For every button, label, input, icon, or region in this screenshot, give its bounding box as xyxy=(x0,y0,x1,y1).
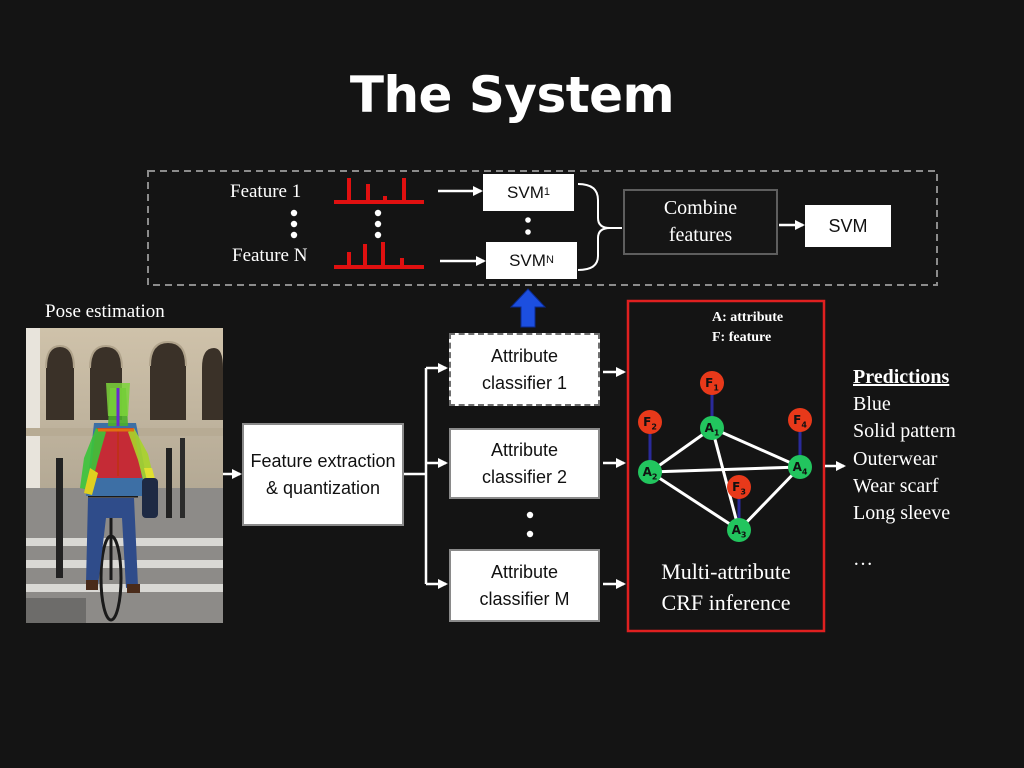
pose-estimation-label: Pose estimation xyxy=(45,301,165,322)
crf-node-f4 xyxy=(788,408,812,432)
svm-brace xyxy=(577,183,611,271)
crf-label-f2: F2 xyxy=(643,415,657,432)
fan-out-connector xyxy=(404,368,428,584)
crf-label-f4: F4 xyxy=(793,413,807,430)
crf-node-f1 xyxy=(700,371,724,395)
svm-n-subscript: N xyxy=(545,254,554,266)
feature-n-histogram xyxy=(334,242,424,269)
crf-legend-feature: F: feature xyxy=(712,330,772,345)
prediction-item: Blue xyxy=(853,393,891,415)
feature-1-histogram xyxy=(334,178,424,204)
crf-label-a4: A4 xyxy=(792,460,808,477)
prediction-item-ellipsis: … xyxy=(853,548,873,570)
feature-ellipsis-dots xyxy=(290,209,534,538)
predictions-heading: Predictions xyxy=(853,366,950,388)
svm-1-label: SVM xyxy=(507,183,544,202)
up-arrow-icon xyxy=(509,288,547,328)
crf-label-a2: A2 xyxy=(642,465,658,482)
svm-final-box: SVM xyxy=(805,205,891,247)
svm-n-label: SVM xyxy=(509,251,546,270)
prediction-item: Solid pattern xyxy=(853,420,956,442)
feature-n-label: Feature N xyxy=(232,245,308,266)
svm-1-subscript: 1 xyxy=(543,186,550,198)
prediction-item: Outerwear xyxy=(853,448,938,470)
crf-caption-line-2: CRF inference xyxy=(661,590,791,615)
crf-label-a3: A3 xyxy=(731,523,747,540)
crf-frame xyxy=(626,299,826,633)
combine-features-box: Combine features xyxy=(623,189,778,255)
crf-caption-line-1: Multi-attribute xyxy=(661,559,791,584)
crf-node-a1 xyxy=(700,416,724,440)
slide-title: The System xyxy=(349,66,675,124)
feature-svm-frame xyxy=(147,170,938,286)
crf-node-f2 xyxy=(638,410,662,434)
crf-node-a4 xyxy=(788,455,812,479)
crf-legend-attribute: A: attribute xyxy=(712,310,784,325)
pose-estimation-photo xyxy=(26,328,223,623)
attribute-classifier-1-box: Attribute classifier 1 xyxy=(449,333,600,406)
crf-label-a1: A1 xyxy=(704,421,720,438)
attribute-classifier-2-box: Attribute classifier 2 xyxy=(449,428,600,499)
crf-node-a2 xyxy=(638,460,662,484)
crf-label-f3: F3 xyxy=(732,480,746,497)
feature-extraction-box: Feature extraction & quantization xyxy=(242,423,404,526)
attribute-classifier-m-box: Attribute classifier M xyxy=(449,549,600,622)
crf-label-f1: F1 xyxy=(705,376,719,393)
crf-nodes xyxy=(638,371,812,542)
crf-node-a3 xyxy=(727,518,751,542)
prediction-item: Wear scarf xyxy=(853,475,939,497)
feature-1-label: Feature 1 xyxy=(230,181,302,202)
crf-node-f3 xyxy=(727,475,751,499)
cyclist-pose-image xyxy=(26,328,223,623)
crf-edges xyxy=(648,383,802,532)
prediction-item: Long sleeve xyxy=(853,502,951,524)
